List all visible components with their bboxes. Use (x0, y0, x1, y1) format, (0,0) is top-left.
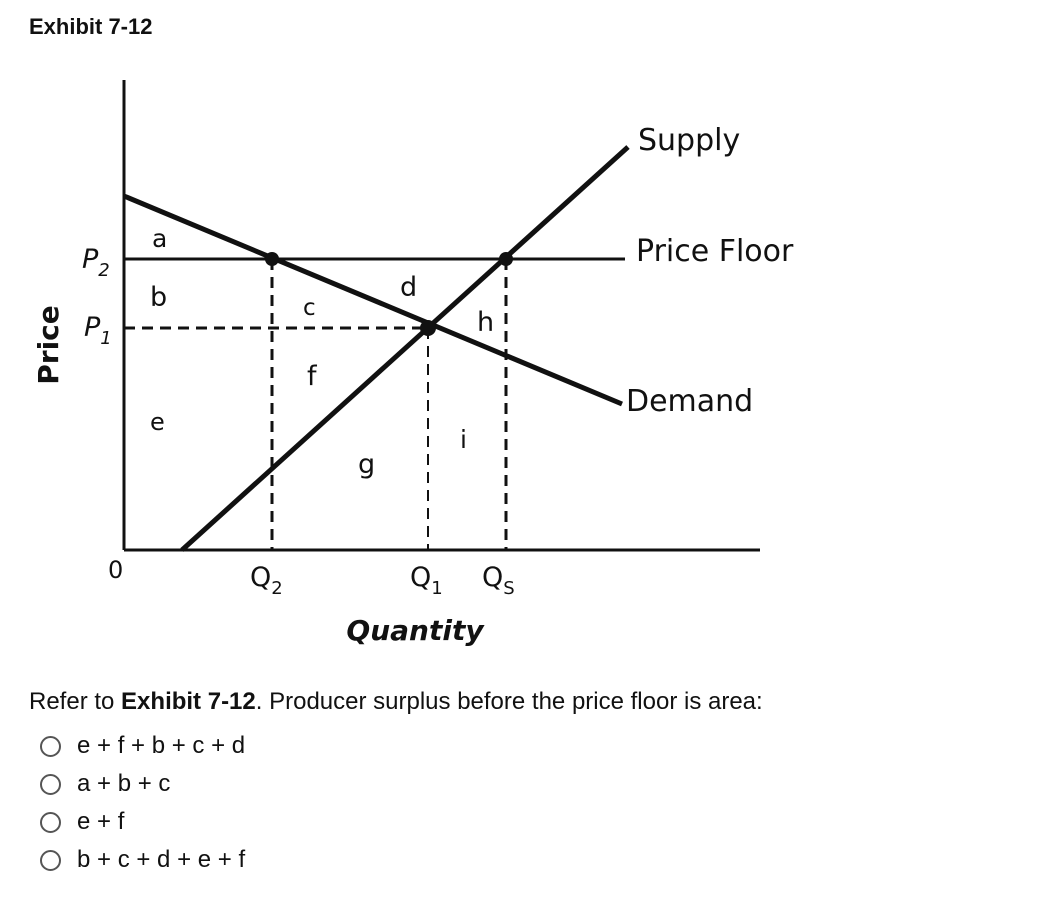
answer-option-label: e + f (77, 808, 125, 835)
answer-option-3[interactable]: e + f (40, 803, 245, 841)
y-axis-label: Price (32, 305, 65, 385)
demand-floor-point (265, 252, 279, 266)
q1-label: Q1 (410, 562, 443, 599)
area-f-label: f (307, 361, 318, 392)
question-text: Refer to Exhibit 7-12. Producer surplus … (29, 688, 763, 715)
price-floor-label: Price Floor (636, 234, 794, 269)
radio-button[interactable] (40, 773, 61, 795)
x-axis-label: Quantity (346, 614, 485, 647)
radio-button[interactable] (40, 811, 61, 833)
answer-option-label: b + c + d + e + f (77, 846, 246, 873)
demand-label: Demand (626, 384, 753, 419)
answer-option-4[interactable]: b + c + d + e + f (40, 841, 245, 879)
answer-option-label: a + b + c (77, 770, 171, 797)
supply-label: Supply (638, 123, 740, 158)
area-e-label: e (150, 408, 165, 436)
equilibrium-point (420, 320, 436, 336)
answer-option-2[interactable]: a + b + c (40, 765, 245, 803)
answer-options: e + f + b + c + d a + b + c e + f b + c … (40, 727, 245, 879)
exhibit-title: Exhibit 7-12 (29, 14, 153, 39)
radio-button[interactable] (40, 849, 61, 871)
origin-label: 0 (108, 556, 123, 584)
area-h-label: h (477, 307, 494, 338)
qs-label: QS (482, 562, 515, 599)
p1-label: P1 (84, 312, 112, 349)
area-d-label: d (400, 272, 417, 303)
demand-curve (123, 193, 623, 407)
supply-floor-point (499, 252, 513, 266)
q2-label: Q2 (250, 562, 283, 599)
area-i-label: i (460, 425, 467, 454)
p2-label: P2 (82, 244, 110, 281)
area-c-label: c (303, 295, 316, 321)
answer-option-1[interactable]: e + f + b + c + d (40, 727, 245, 765)
radio-button[interactable] (40, 735, 61, 757)
area-g-label: g (358, 449, 375, 480)
area-b-label: b (150, 282, 167, 313)
answer-option-label: e + f + b + c + d (77, 732, 246, 759)
supply-curve (180, 145, 630, 552)
area-a-label: a (152, 224, 167, 253)
exhibit-reference: Exhibit 7-12 (121, 688, 256, 715)
supply-demand-diagram: Price P2 P1 0 Q2 Q1 QS Quantity Supply P… (32, 80, 794, 647)
